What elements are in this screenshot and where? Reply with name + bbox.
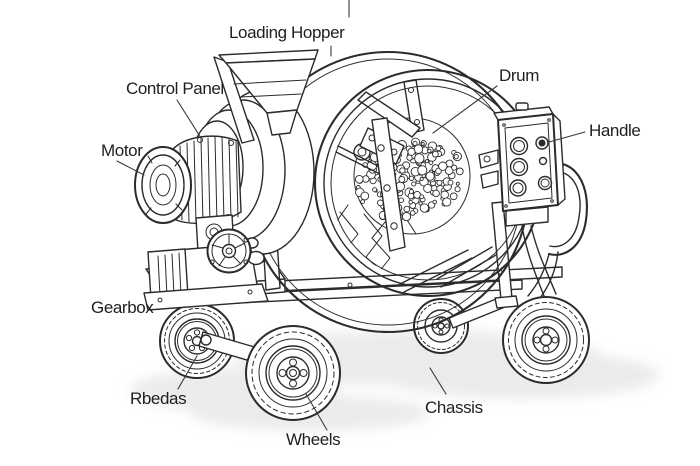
label-loading-hopper: Loading Hopper [229, 23, 345, 42]
leader-line-wheels [305, 393, 328, 431]
label-motor: Motor [101, 141, 143, 160]
motor-drawing [134, 135, 242, 225]
leader-line-handle [548, 131, 586, 143]
label-handle: Handle [589, 121, 641, 140]
leader-line-rbedas [177, 355, 198, 390]
gearbox-drawing [143, 214, 269, 311]
leader-line-drum [432, 85, 498, 134]
wheel-rear-right-drawing [413, 298, 469, 354]
wheel-front-right-drawing [502, 296, 590, 384]
wheel-front-center-drawing [245, 325, 341, 421]
leader-line-motor [116, 160, 145, 176]
control-panel-box-drawing [493, 102, 566, 227]
label-chassis: Chassis [425, 398, 483, 417]
leader-line-chassis [429, 367, 447, 395]
label-drum: Drum [499, 66, 539, 85]
label-gearbox: Gearbox [91, 298, 154, 317]
leader-lines [116, 0, 586, 431]
label-rbedas: Rbedas [130, 389, 187, 408]
label-wheels: Wheels [286, 430, 341, 449]
label-control-panel: Control Panel [126, 79, 224, 98]
loading-hopper-drawing [213, 49, 319, 144]
leader-line-control-panel [176, 99, 202, 139]
aggregate-stones [354, 137, 464, 223]
